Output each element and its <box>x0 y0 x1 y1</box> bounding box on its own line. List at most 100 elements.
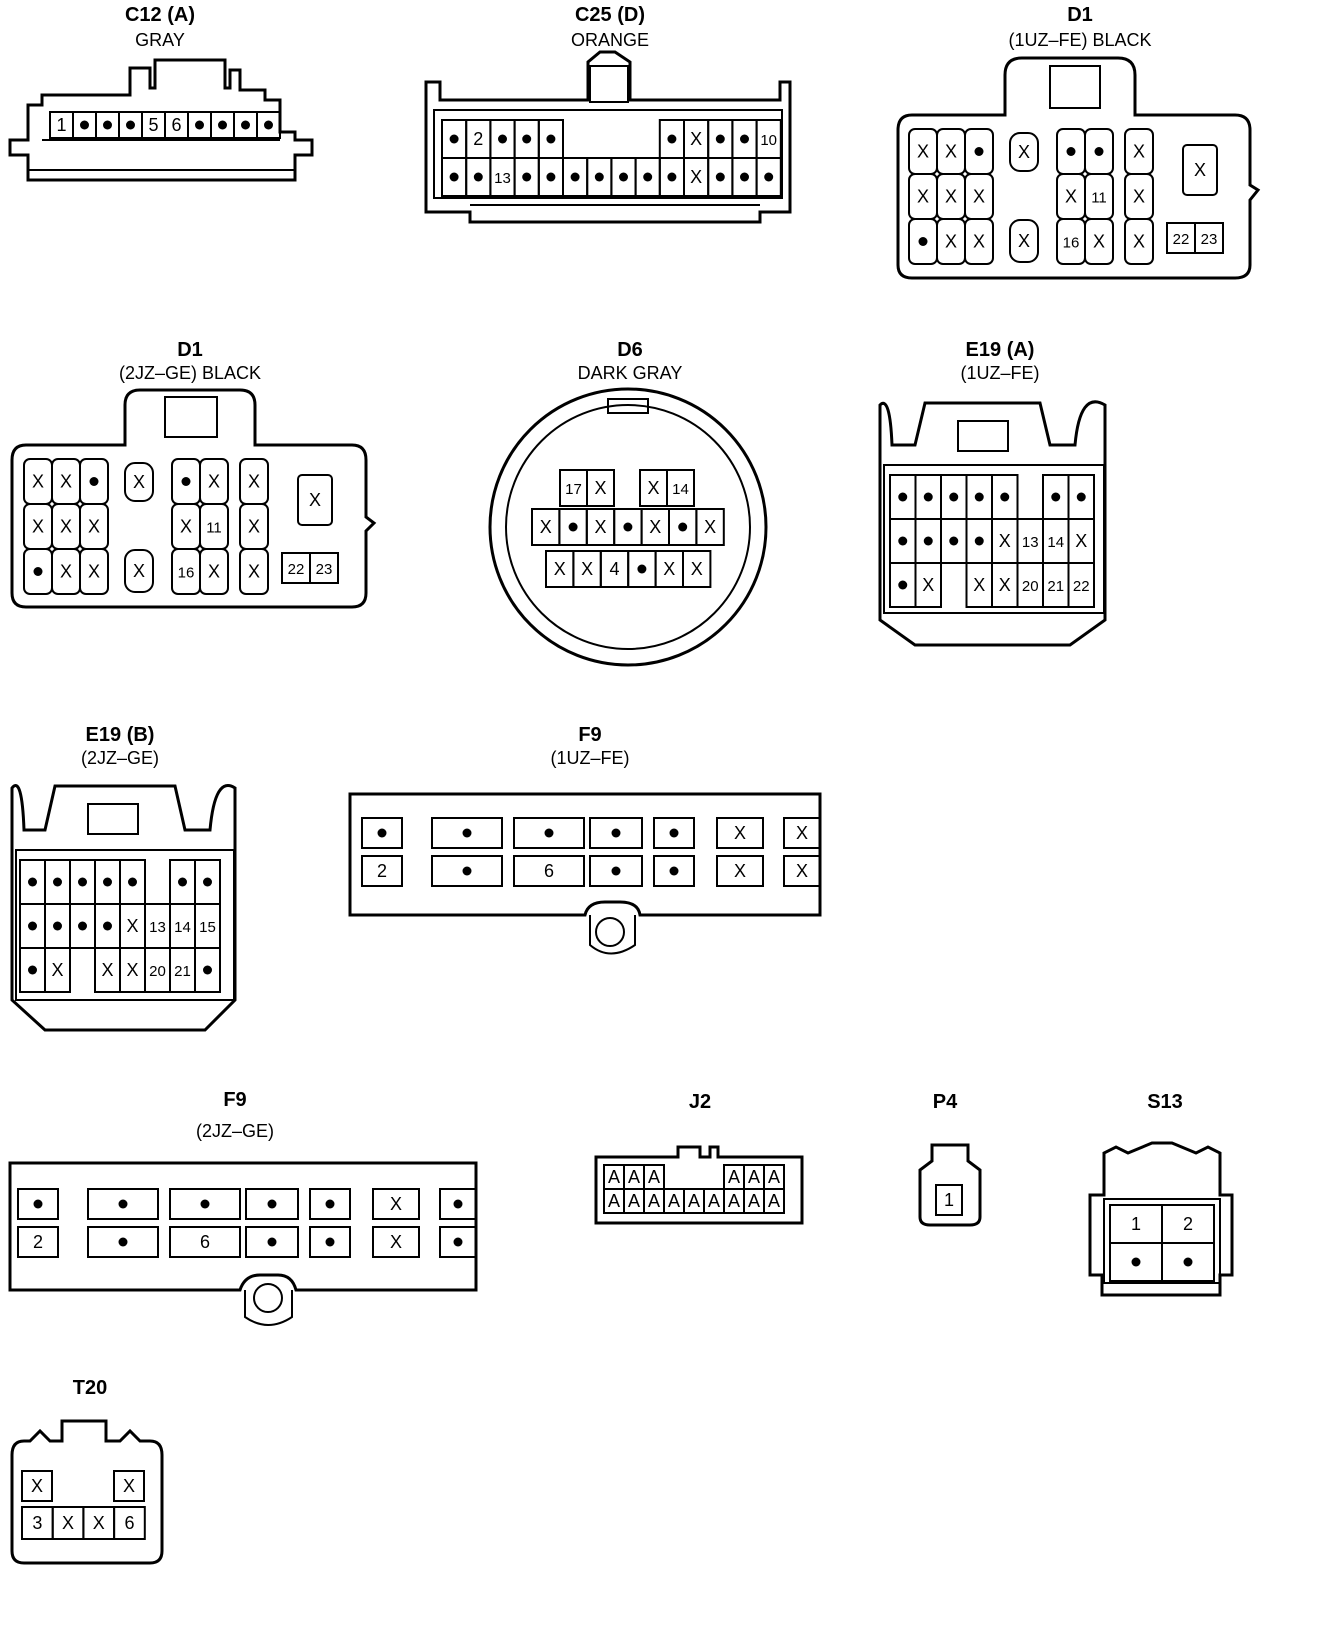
pin-unused-mark: X <box>796 823 808 843</box>
pin-used-dot <box>325 1237 335 1247</box>
pin-cavity <box>21 1470 53 1502</box>
pin-cavity <box>1161 1242 1215 1282</box>
pin-cavity <box>245 1188 299 1220</box>
pin-unused-mark: X <box>1133 142 1145 162</box>
pin-used-dot <box>623 522 633 532</box>
pin-cavity <box>372 1188 420 1220</box>
pin-unused-mark: X <box>554 559 566 579</box>
pin-cavity <box>169 1188 241 1220</box>
pin-number: 2 <box>377 861 387 881</box>
pin-unused-mark: X <box>973 232 985 252</box>
pin-used-dot <box>949 492 959 502</box>
pin-cavity <box>783 817 821 849</box>
pin-used-dot <box>669 866 679 876</box>
pin-number: 1 <box>1131 1214 1141 1234</box>
pin-unused-mark: X <box>1194 160 1206 180</box>
pin-cavity <box>1194 222 1224 254</box>
pin-cavity <box>431 855 503 887</box>
pin-cavity <box>199 548 229 595</box>
pin-used-dot <box>53 921 62 931</box>
connector-subtitle: (2JZ–GE) <box>80 748 159 768</box>
pin-unused-mark: X <box>88 562 100 582</box>
pin-unused-mark: X <box>945 142 957 162</box>
pin-number: 21 <box>1047 578 1064 595</box>
pin-number: 23 <box>316 561 333 578</box>
pin-used-dot <box>637 564 647 574</box>
pin-number: 10 <box>760 132 777 149</box>
connector-title: D1 <box>177 339 203 361</box>
pin-used-dot <box>33 567 43 576</box>
pin-used-dot <box>118 1237 128 1247</box>
pin-number: A <box>608 1191 620 1211</box>
connector-subtitle: DARK GRAY <box>577 363 683 383</box>
connector-title: F9 <box>578 724 602 746</box>
pin-used-dot <box>195 120 204 130</box>
pin-used-dot <box>667 134 677 144</box>
pin-used-dot <box>178 877 187 887</box>
connector-title: D6 <box>617 339 643 361</box>
pin-used-dot <box>78 877 87 887</box>
pin-unused-mark: X <box>248 517 260 537</box>
pin-cavity <box>513 817 585 849</box>
pin-number: A <box>608 1167 620 1187</box>
pin-unused-mark: X <box>581 559 593 579</box>
pin-cavity <box>245 1226 299 1258</box>
pin-cavity <box>716 817 764 849</box>
pin-cavity <box>17 1226 59 1258</box>
pin-used-dot <box>949 536 959 546</box>
pin-used-dot <box>974 147 984 156</box>
pin-cavity <box>589 855 643 887</box>
pin-used-dot <box>28 921 37 931</box>
pin-number: A <box>748 1191 760 1211</box>
pin-cavity <box>1084 218 1114 265</box>
pin-cavity <box>1124 218 1154 265</box>
pin-unused-mark: X <box>93 1513 105 1533</box>
pin-used-dot <box>923 536 933 546</box>
pin-used-dot <box>669 828 679 838</box>
pin-used-dot <box>264 120 273 130</box>
connector-title: E19 (A) <box>965 339 1035 361</box>
pin-number: 23 <box>1201 231 1218 248</box>
pin-unused-mark: X <box>734 861 746 881</box>
connector-subtitle: GRAY <box>135 30 185 50</box>
pin-number: 13 <box>494 170 511 187</box>
pin-number: 2 <box>473 129 483 149</box>
pin-unused-mark: X <box>208 472 220 492</box>
connector-subtitle: (1UZ–FE) <box>960 363 1040 383</box>
pin-cavity <box>17 1188 59 1220</box>
pin-unused-mark: X <box>704 517 716 537</box>
pin-used-dot <box>898 536 908 546</box>
pin-used-dot <box>53 877 62 887</box>
pin-used-dot <box>377 828 387 838</box>
pin-used-dot <box>619 172 628 182</box>
pin-cavity <box>309 1226 351 1258</box>
pin-number: A <box>628 1167 640 1187</box>
pin-used-dot <box>918 237 928 246</box>
pin-cavity <box>914 562 942 608</box>
pin-used-dot <box>898 492 908 502</box>
pin-cavity <box>124 549 154 593</box>
pin-unused-mark: X <box>390 1232 402 1252</box>
pin-unused-mark: X <box>917 187 929 207</box>
pin-used-dot <box>203 877 212 887</box>
pin-used-dot <box>128 877 137 887</box>
pin-number: 1 <box>944 1190 954 1210</box>
pin-unused-mark: X <box>649 517 661 537</box>
pin-number: 22 <box>1073 578 1090 595</box>
pin-cavity <box>935 1184 963 1216</box>
pin-number: 5 <box>148 115 158 135</box>
pin-used-dot <box>78 921 87 931</box>
